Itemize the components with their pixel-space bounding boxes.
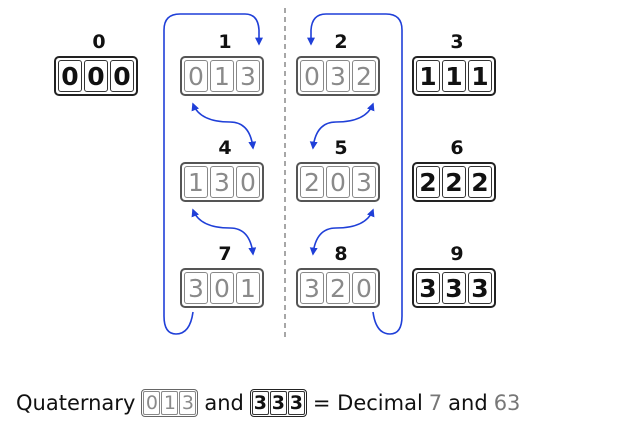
- digit-cell: 2: [442, 166, 466, 198]
- digit-cell: 0: [326, 166, 350, 198]
- group-index: 6: [450, 137, 464, 159]
- group-index: 0: [92, 31, 106, 53]
- group-index: 2: [334, 31, 348, 53]
- cycle-arrow-left: [163, 13, 263, 335]
- digit-box: 3 3 3: [412, 268, 496, 308]
- digit-box: 3 2 0: [296, 268, 380, 308]
- digit-cell: 3: [287, 391, 305, 415]
- caption-box-013: 0 1 3: [141, 389, 199, 417]
- swap-arrow-1-4: [191, 102, 257, 150]
- digit-cell: 0: [84, 60, 108, 92]
- digit-cell: 3: [184, 272, 208, 304]
- digit-box: 2 0 3: [296, 162, 380, 202]
- caption-word-quaternary: Quaternary: [16, 391, 136, 415]
- digit-cell: 0: [184, 60, 208, 92]
- digit-cell: 0: [352, 272, 376, 304]
- digit-cell: 0: [58, 60, 82, 92]
- cycle-arrow-right: [307, 13, 403, 335]
- digit-cell: 2: [416, 166, 440, 198]
- caption-equals-decimal: = Decimal: [312, 391, 423, 415]
- digit-cell: 0: [300, 60, 324, 92]
- digit-box: 1 3 0: [180, 162, 264, 202]
- digit-cell: 1: [236, 272, 260, 304]
- digit-box: 1 1 1: [412, 56, 496, 96]
- digit-cell: 1: [184, 166, 208, 198]
- digit-cell: 3: [179, 391, 197, 415]
- digit-cell: 3: [352, 166, 376, 198]
- digit-cell: 1: [416, 60, 440, 92]
- digit-cell: 1: [468, 60, 492, 92]
- caption-number-63: 63: [493, 391, 521, 415]
- caption-and-2: and: [448, 391, 488, 415]
- group-index: 1: [218, 31, 232, 53]
- digit-box: 0 0 0: [54, 56, 138, 96]
- group-index: 3: [450, 31, 464, 53]
- group-index: 9: [450, 243, 464, 265]
- digit-cell: 0: [236, 166, 260, 198]
- digit-cell: 2: [300, 166, 324, 198]
- digit-cell: 3: [251, 391, 269, 415]
- digit-cell: 3: [269, 391, 287, 415]
- digit-cell: 0: [143, 391, 161, 415]
- digit-cell: 3: [416, 272, 440, 304]
- digit-cell: 2: [468, 166, 492, 198]
- digit-cell: 1: [442, 60, 466, 92]
- digit-cell: 3: [300, 272, 324, 304]
- digit-cell: 0: [110, 60, 134, 92]
- digit-cell: 1: [161, 391, 179, 415]
- digit-cell: 1: [210, 60, 234, 92]
- digit-cell: 3: [468, 272, 492, 304]
- swap-arrow-2-5: [309, 102, 375, 150]
- digit-box: 0 1 3: [180, 56, 264, 96]
- digit-box: 2 2 2: [412, 162, 496, 202]
- caption-box-333: 3 3 3: [249, 389, 307, 417]
- swap-arrow-4-7: [191, 208, 257, 256]
- swap-arrow-5-8: [309, 208, 375, 256]
- group-index: 4: [218, 137, 232, 159]
- caption-number-7: 7: [428, 391, 443, 415]
- caption-and-1: and: [204, 391, 244, 415]
- group-index: 5: [334, 137, 348, 159]
- digit-cell: 3: [326, 60, 350, 92]
- digit-cell: 3: [210, 166, 234, 198]
- digit-box: 3 0 1: [180, 268, 264, 308]
- digit-cell: 2: [352, 60, 376, 92]
- digit-cell: 2: [326, 272, 350, 304]
- digit-box: 0 3 2: [296, 56, 380, 96]
- digit-cell: 3: [442, 272, 466, 304]
- digit-cell: 0: [210, 272, 234, 304]
- digit-cell: 3: [236, 60, 260, 92]
- caption: Quaternary 0 1 3 and 3 3 3 = Decimal 7 a…: [16, 386, 520, 420]
- group-index: 7: [218, 243, 232, 265]
- group-index: 8: [334, 243, 348, 265]
